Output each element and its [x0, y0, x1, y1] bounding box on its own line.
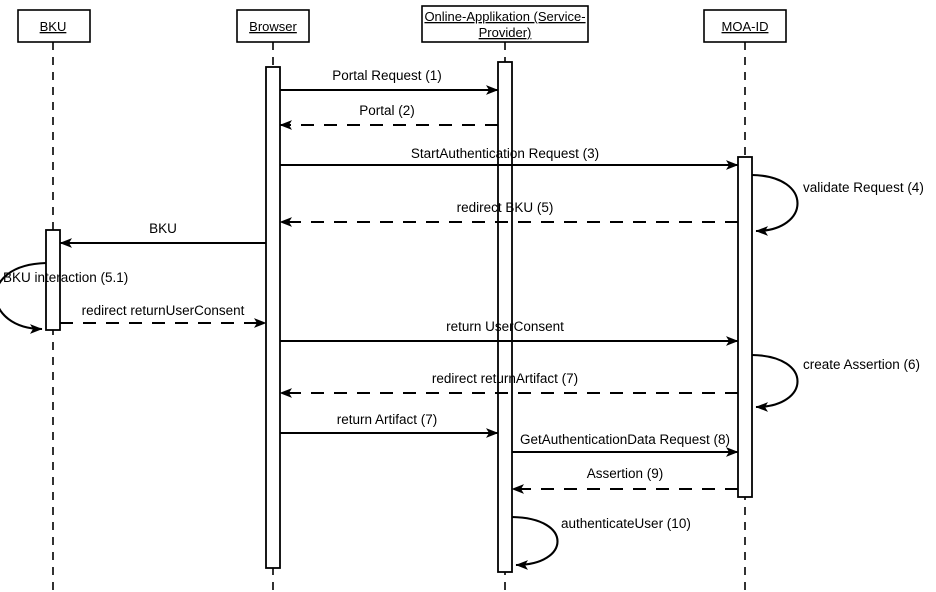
participant-label-browser: Browser — [249, 19, 297, 34]
message-label-6: create Assertion (6) — [803, 357, 920, 372]
activation-bar-bku — [45, 229, 61, 331]
participant-headers-layer: BKU Browser Online-Applikation (Service-Pr… — [17, 5, 787, 43]
participant-label-oa: Provider) — [479, 25, 532, 40]
message-6a: redirect returnUserConsent — [60, 303, 267, 328]
message-label-6b: return UserConsent — [446, 319, 564, 334]
message-4: validate Request (4) — [751, 173, 924, 236]
participant-oa[interactable]: Online-Applikation (Service-Provider) — [421, 5, 589, 43]
activations-layer — [45, 61, 753, 573]
message-6: create Assertion (6) — [751, 353, 920, 412]
message-label-1: Portal Request (1) — [332, 68, 442, 83]
participant-box-bku[interactable] — [17, 9, 91, 43]
message-label-4: validate Request (4) — [803, 180, 924, 195]
participant-box-oa[interactable] — [421, 5, 589, 43]
message-label-9: Assertion (9) — [587, 466, 664, 481]
message-1: Portal Request (1) — [280, 68, 499, 95]
message-label-8: GetAuthenticationData Request (8) — [520, 432, 730, 447]
message-label-5.1: BKU interaction (5.1) — [3, 270, 128, 285]
message-9: Assertion (9) — [511, 466, 738, 494]
activation-bar-moaid — [737, 156, 753, 498]
message-label-5: redirect BKU (5) — [457, 200, 554, 215]
messages-layer: Portal Request (1) Portal (2) StartAuthent… — [0, 68, 924, 570]
message-10: authenticateUser (10) — [511, 515, 691, 570]
participant-box-moaid[interactable] — [703, 9, 787, 43]
message-label-3: StartAuthentication Request (3) — [411, 146, 599, 161]
message-label-5a: BKU — [149, 221, 177, 236]
message-5a: BKU — [59, 221, 266, 248]
message-label-10: authenticateUser (10) — [561, 516, 691, 531]
message-5: redirect BKU (5) — [279, 200, 738, 227]
message-6b: return UserConsent — [280, 319, 739, 346]
self-message-arrow-4 — [751, 173, 799, 236]
message-7a: redirect returnArtifact (7) — [279, 371, 738, 398]
message-label-7a: redirect returnArtifact (7) — [432, 371, 578, 386]
participant-moaid[interactable]: MOA-ID — [703, 9, 787, 43]
message-5.1: BKU interaction (5.1) — [0, 261, 128, 334]
self-message-arrow-10 — [511, 515, 559, 570]
message-label-7b: return Artifact (7) — [337, 412, 438, 427]
message-7b: return Artifact (7) — [280, 412, 499, 438]
participant-label-moaid: MOA-ID — [722, 19, 769, 34]
message-3: StartAuthentication Request (3) — [280, 146, 739, 170]
message-8: GetAuthenticationData Request (8) — [512, 432, 739, 457]
participant-browser[interactable]: Browser — [236, 9, 310, 43]
activation-bar-oa — [497, 61, 513, 573]
activation-bar-browser — [265, 66, 281, 569]
participant-bku[interactable]: BKU — [17, 9, 91, 43]
participant-label-bku: BKU — [40, 19, 67, 34]
participant-box-browser[interactable] — [236, 9, 310, 43]
message-2: Portal (2) — [279, 103, 498, 130]
self-message-arrow-6 — [751, 353, 799, 412]
message-label-6a: redirect returnUserConsent — [82, 303, 245, 318]
self-message-arrow-5.1 — [0, 261, 47, 334]
message-label-2: Portal (2) — [359, 103, 415, 118]
participant-label-oa: Online-Applikation (Service- — [424, 9, 585, 24]
